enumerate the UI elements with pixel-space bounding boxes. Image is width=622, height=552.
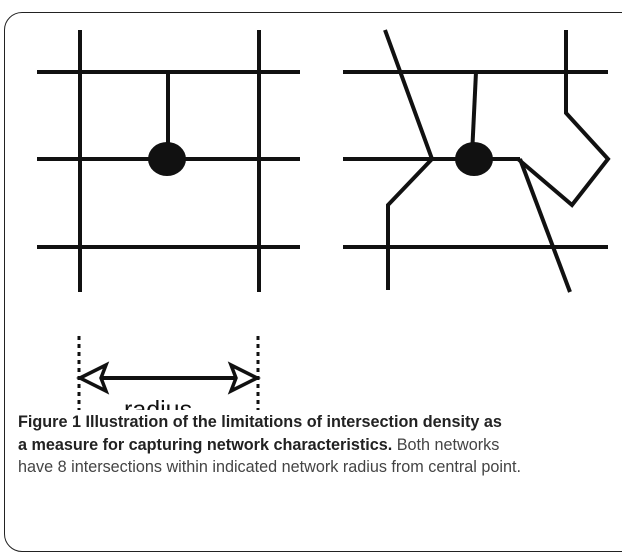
caption-body-line2: Both networks xyxy=(392,435,500,454)
grid-central-point xyxy=(148,142,186,176)
irregular-central-point xyxy=(455,142,493,176)
radius-arrowhead-left xyxy=(76,361,110,395)
radius-indicator: radius xyxy=(76,336,261,410)
radius-label: radius xyxy=(124,396,192,410)
caption-title-line1: Figure 1 Illustration of the limitations… xyxy=(18,413,502,431)
caption-body-line3: have 8 intersections within indicated ne… xyxy=(18,458,521,476)
irregular-slanted-street xyxy=(518,158,572,293)
irregular-diagonal-street xyxy=(383,29,435,290)
figure-caption: Figure 1 Illustration of the limitations… xyxy=(18,411,618,479)
caption-line-2: a measure for capturing network characte… xyxy=(18,434,618,457)
caption-title-line2: a measure for capturing network characte… xyxy=(18,435,393,454)
caption-line-1: Figure 1 Illustration of the limitations… xyxy=(18,411,618,434)
irregular-loop-street xyxy=(516,30,611,208)
irregular-network xyxy=(343,29,611,293)
irregular-dead-end-street xyxy=(470,71,478,156)
radius-arrowhead-right xyxy=(227,361,261,395)
network-diagram: radius xyxy=(37,29,611,410)
